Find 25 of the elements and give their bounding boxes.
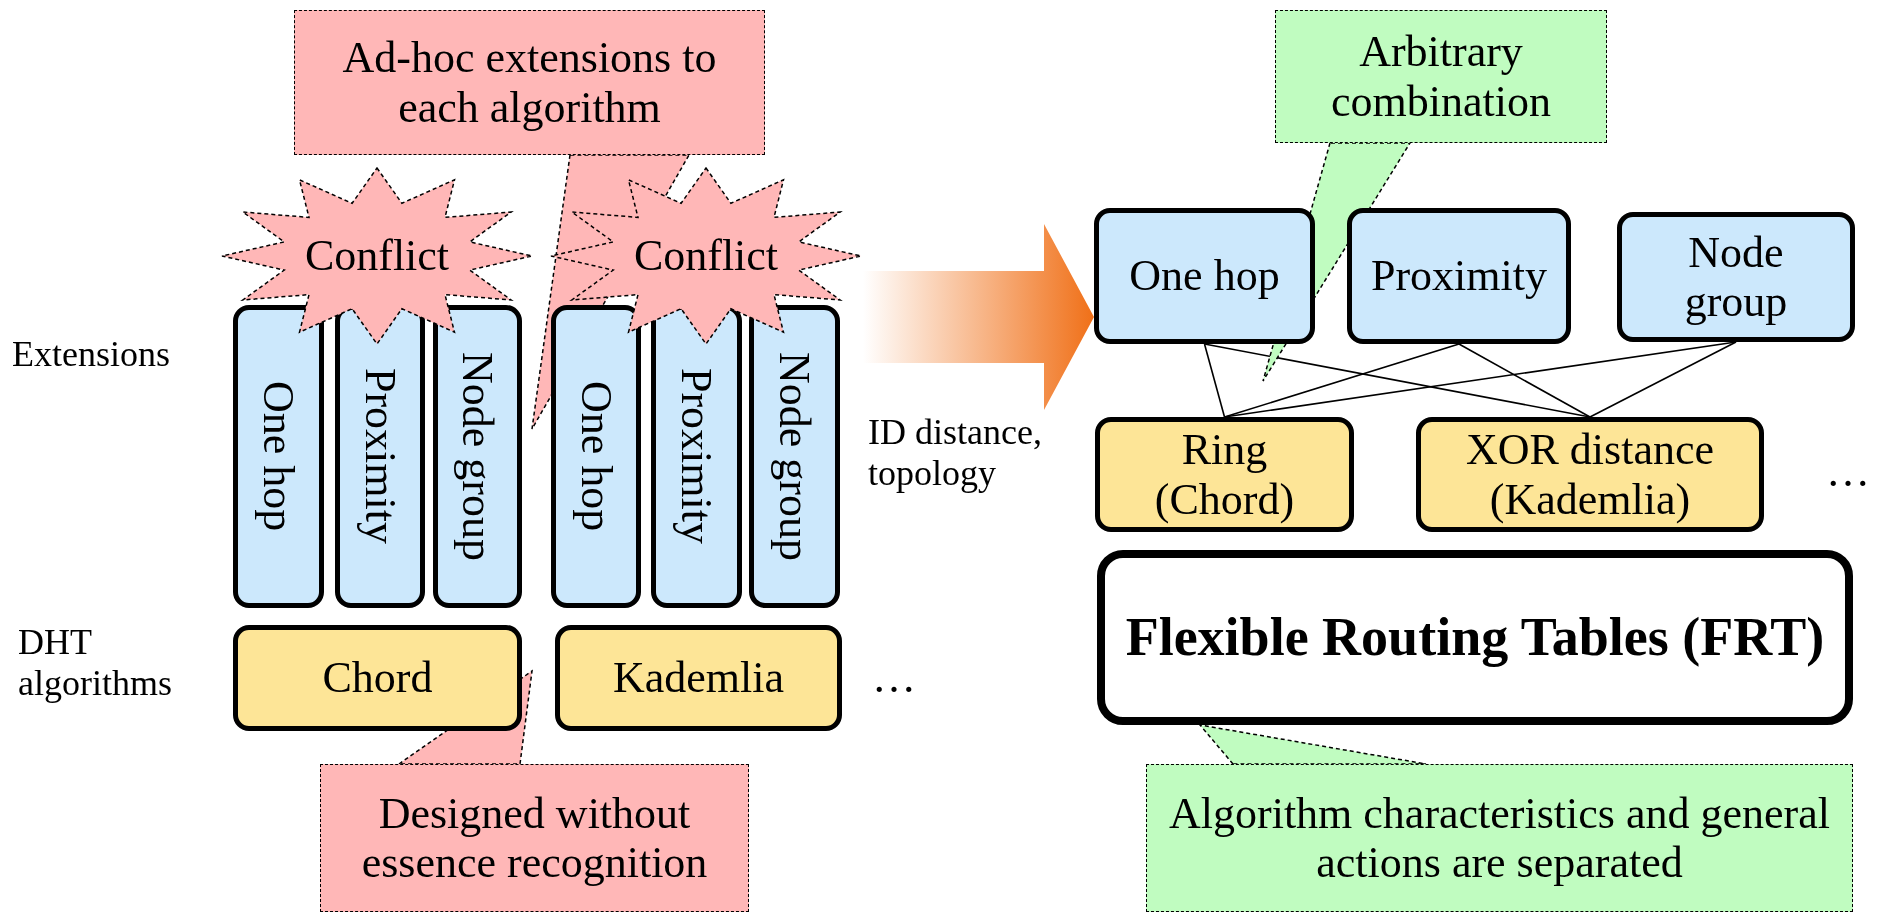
extension-box: Node group bbox=[433, 305, 522, 608]
row-label: ID distance, topology bbox=[868, 412, 1043, 495]
extension-box: One hop bbox=[233, 305, 324, 608]
extension-box: One hop bbox=[551, 305, 641, 608]
callout-pointer bbox=[1198, 723, 1427, 765]
connector-line bbox=[1589, 341, 1737, 418]
row-label: Extensions bbox=[12, 334, 170, 376]
extension-box: One hop bbox=[1094, 208, 1315, 344]
connector-line bbox=[1458, 343, 1591, 418]
framework-box: Flexible Routing Tables (FRT) bbox=[1097, 550, 1853, 725]
conflict-burst: Conflict bbox=[549, 166, 863, 346]
algorithm-box: Chord bbox=[233, 625, 522, 731]
extension-box: Proximity bbox=[1347, 208, 1571, 344]
connector-line bbox=[1203, 343, 1226, 418]
conflict-burst: Conflict bbox=[220, 166, 534, 346]
algorithm-box: XOR distance (Kademlia) bbox=[1416, 417, 1764, 532]
extension-box: Node group bbox=[749, 305, 840, 608]
callout-box: Arbitrary combination bbox=[1275, 10, 1607, 143]
ellipsis: … bbox=[1826, 447, 1870, 498]
algorithm-box: Ring (Chord) bbox=[1095, 417, 1354, 532]
ellipsis: … bbox=[872, 653, 916, 704]
algorithm-box: Kademlia bbox=[555, 625, 842, 731]
extension-box: Node group bbox=[1617, 212, 1855, 342]
callout-box: Ad-hoc extensions to each algorithm bbox=[294, 10, 765, 155]
row-label: DHT algorithms bbox=[18, 622, 173, 705]
